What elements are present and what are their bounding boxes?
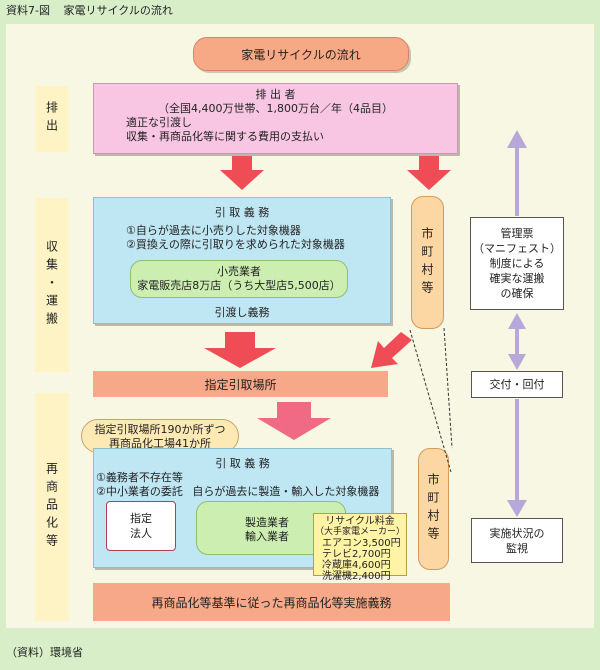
fee-row: テレビ2,700円 [314,549,406,560]
discharger-title: 排 出 者 [255,88,296,101]
municipality-box-lower: 市町村等 [418,448,449,570]
municipality-lower-text: 市町村等 [426,473,440,545]
arrow-discharger-to-collection [220,156,264,190]
collection-box: 引 取 義 務 ①自らが過去に小売りした対象機器 ②買換えの際に引取りを求められ… [93,197,391,324]
fee-price: 3,500円 [362,538,401,549]
hand-over-duty: 引渡し義務 [214,306,270,319]
monitoring-box: 実施状況の 監視 [471,518,563,563]
municipality-box-upper: 市町村等 [411,196,444,329]
arrow-discharger-to-municipality [407,156,451,190]
designated-corporation-box: 指定 法人 [106,501,176,551]
discharger-stats: （全国4,400万世帯、1,800万台／年（4品目） [158,102,393,115]
discharger-duty-2: 収集・再商品化等に関する費用の支払い [126,130,324,143]
main-title: 家電リサイクルの流れ [241,47,361,62]
delivery-box: 交付・回付 [471,371,563,398]
obligation-bar: 再商品化等基準に従った再商品化等実施義務 [93,583,450,621]
manifest-box: 管理票 （マニフェスト） 制度による 確実な運搬 の確保 [470,217,564,310]
side-label-discharge: 排出 [35,86,69,152]
fee-price: 4,600円 [352,560,391,571]
dashed-connector-right [443,327,453,449]
manufacturers-line-2: 輸入業者 [245,530,289,543]
fee-title: リサイクル料金 [325,516,395,527]
side-label-recycling-text: 再商品化等 [44,462,59,552]
fee-row: エアコン3,500円 [314,538,406,549]
arrow-collection-to-site [204,332,276,368]
recycling-item-1: ①義務者不存在等 [96,471,183,484]
main-title-pill: 家電リサイクルの流れ [193,37,409,71]
municipality-upper-text: 市町村等 [420,226,434,299]
arrow-municipality-to-site [371,332,412,368]
recycling-title: 引 取 義 務 [215,457,270,470]
arrow-manifest-up-head [507,130,527,148]
recycling-item-2: ②中小業者の委託 [96,485,183,498]
fee-item: 冷蔵庫 [322,560,352,571]
fee-price: 2,700円 [352,549,391,560]
figure-header: 資料7-図 家電リサイクルの流れ [6,4,173,18]
retailer-box: 小売業者 家電販売店8万店（うち大型店5,500店） [130,260,348,298]
facilities-line-2: 再商品化工場41か所 [109,437,211,450]
fee-row: 洗濯機2,400円 [314,571,406,582]
manufacturers-line-1: 製造業者 [245,516,289,529]
discharger-box: 排 出 者 （全国4,400万世帯、1,800万台／年（4品目） 適正な引渡し … [93,83,458,154]
facilities-bubble: 指定引取場所190か所ずつ 再商品化工場41か所 [81,419,239,453]
recycling-fee-box: リサイクル料金 （大手家電メーカー） エアコン3,500円 テレビ2,700円 … [313,513,407,582]
retailer-detail: 家電販売店8万店（うち大型店5,500店） [137,279,341,292]
dashed-connector-left [409,329,452,473]
source-note: （資料）環境省 [6,646,83,659]
side-label-recycling: 再商品化等 [35,393,69,621]
arrow-delivery-monitoring-head [507,500,527,517]
facilities-line-1: 指定引取場所190か所ずつ [94,423,226,436]
side-label-collection: 収集・運搬 [35,198,69,372]
recycling-item-3: 自らが過去に製造・輸入した対象機器 [192,485,380,498]
collection-title: 引 取 義 務 [214,206,270,219]
collection-item-2: ②買換えの際に引取りを求められた対象機器 [126,238,345,251]
retailer-title: 小売業者 [217,265,261,278]
side-label-discharge-text: 排出 [44,101,59,137]
fee-item: エアコン [322,538,362,549]
side-label-collection-text: 収集・運搬 [44,240,59,330]
designated-site-label: 指定引取場所 [204,377,277,392]
figure-label: 資料7-図 [6,4,50,17]
arrow-site-to-recycling [257,402,331,440]
fee-item: 洗濯機 [322,571,352,582]
discharger-duty-1: 適正な引渡し [126,116,192,129]
fee-row: 冷蔵庫4,600円 [314,560,406,571]
designated-site-bar: 指定引取場所 [93,371,388,397]
fee-subtitle: （大手家電メーカー） [314,527,405,537]
fee-item: テレビ [322,549,352,560]
collection-item-1: ①自らが過去に小売りした対象機器 [126,224,301,237]
arrow-manifest-delivery-head-up [508,313,526,329]
fee-price: 2,400円 [352,571,391,582]
figure-title: 家電リサイクルの流れ [63,4,173,17]
obligation-label: 再商品化等基準に従った再商品化等実施義務 [151,595,392,610]
arrow-manifest-delivery-head-down [508,354,526,370]
